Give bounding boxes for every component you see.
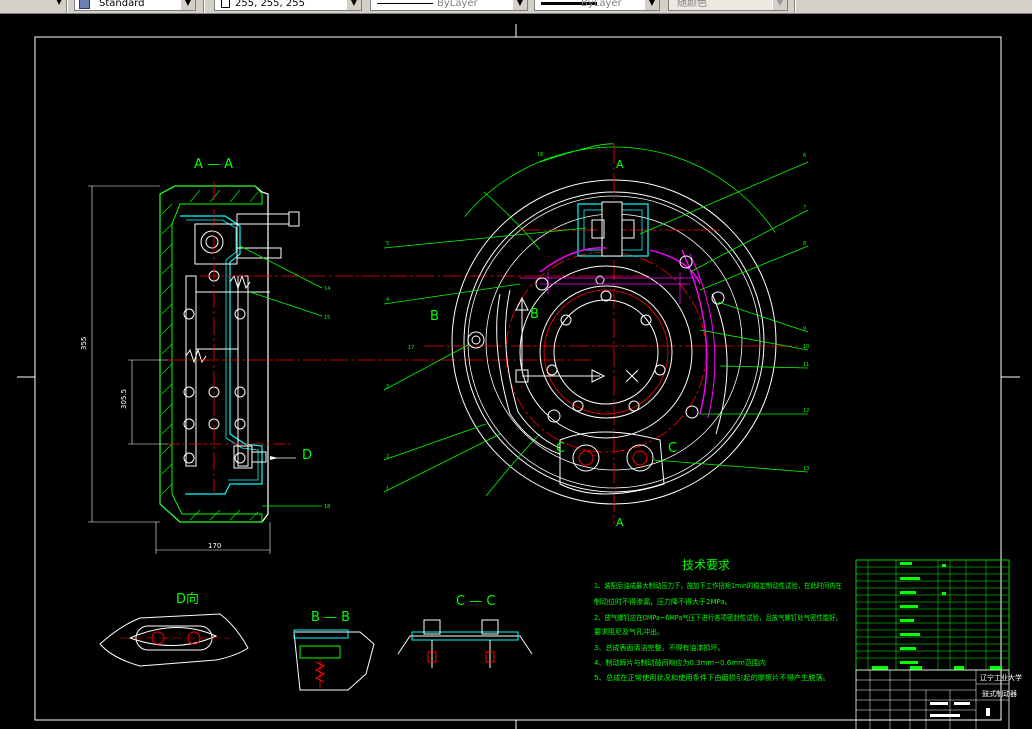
svg-text:7: 7 [803,205,806,211]
section-c-marker-right: C [668,441,677,456]
lineweight-select[interactable]: ByLayer ▼ [534,0,660,11]
linetype-preview-icon [377,3,433,4]
view-d-label: D向 [176,591,199,607]
lineweight-preview-icon [541,2,597,5]
svg-text:4: 4 [386,297,389,303]
svg-text:15: 15 [324,315,330,321]
tech-note-line: 5、总成在正常使用状况和使用条件下由磨损引起的摩擦片不得产生脱落。 [594,673,830,682]
section-a-marker-top: A [616,158,624,171]
chevron-down-icon[interactable]: ▼ [56,0,63,6]
section-b-marker-left: B [430,309,439,324]
tech-note-line: 4、制动蹄片与制动鼓间隙应为0.3mm~0.6mm范围内 [594,658,766,667]
section-c-marker-left: C [556,441,565,456]
toolbar-separator [203,0,205,13]
chevron-down-icon[interactable]: ▼ [346,0,361,10]
svg-text:14: 14 [324,286,330,292]
title-block: 辽宁工业大学 鼓式制动器 [855,559,1022,729]
chevron-down-icon[interactable]: ▼ [772,0,787,10]
svg-text:2: 2 [386,454,389,460]
dimension-305: 305.5 [120,389,128,409]
svg-text:10: 10 [803,344,809,350]
drawing-name: 鼓式制动器 [982,689,1017,698]
properties-toolbar: ▼ Standard ▼ 255, 255, 255 ▼ ByLayer ▼ B… [0,0,1032,14]
view-d: D向 [99,591,249,667]
chevron-down-icon[interactable]: ▼ [512,0,527,10]
svg-text:18: 18 [324,504,330,510]
section-bb-label: B — B [311,610,350,625]
chevron-down-icon[interactable]: ▼ [180,0,195,10]
text-style-select[interactable]: Standard ▼ [74,0,196,11]
text-style-value: Standard [99,0,145,9]
section-cc-view: C — C [397,594,533,668]
svg-text:13: 13 [803,466,809,472]
section-cc-label: C — C [456,594,495,609]
svg-text:3: 3 [386,384,389,390]
svg-text:5: 5 [386,241,389,247]
dimension-355: 355 [80,337,88,350]
technical-requirements: 技术要求 1、装配后油成最大制动压力下，施加下工作扭矩1min的稳定制动性试验，… [594,558,842,682]
section-aa-label: A — A [194,157,233,172]
front-view: A A B B C C 5 4 3 2 1 6 7 8 9 10 11 12 13 [383,143,810,538]
svg-text:8: 8 [803,241,806,247]
svg-text:1: 1 [386,486,389,492]
svg-text:11: 11 [803,362,809,368]
toolbar-separator [66,0,68,13]
drawing-canvas[interactable]: A — A [0,14,1032,729]
svg-text:12: 12 [803,408,809,414]
tech-requirements-title: 技术要求 [682,558,730,572]
color-value: 255, 255, 255 [235,0,305,9]
svg-text:6: 6 [803,153,806,159]
linetype-value: ByLayer [437,0,478,9]
linetype-select[interactable]: ByLayer ▼ [370,0,528,11]
section-bb-view: B — B [293,610,375,691]
section-aa-view: A — A [80,157,650,554]
svg-text:9: 9 [803,326,806,332]
lineweight-value: ByLayer [581,0,622,9]
color-select[interactable]: 255, 255, 255 ▼ [214,0,362,11]
drawing-frame [34,36,1002,721]
tech-note-line: 要求阻尼及气孔冲出。 [594,627,664,636]
section-a-marker-bottom: A [616,516,624,529]
school-name: 辽宁工业大学 [980,673,1022,682]
svg-text:16: 16 [537,152,543,158]
chevron-down-icon[interactable]: ▼ [644,0,659,10]
text-style-icon [79,0,90,9]
svg-text:17: 17 [408,345,414,351]
tech-note-line: 1、装配后油成最大制动压力下，施加下工作扭矩1min的稳定制动性试验，在此时间内… [594,581,842,590]
section-b-marker-right: B [530,307,539,322]
toolbar-separator [794,0,796,13]
tech-note-line: 2、放气螺钉应在0MPa~6MPa气压下进行各项密封性试验，且放气螺钉处气密性能… [594,613,842,622]
dimension-170: 170 [208,542,221,550]
tech-note-line: 制动位时不得渗漏，压力降不得大于2MPa。 [594,597,732,606]
tech-note-line: 3、总成表面清洁完整，不得有油漆损坏。 [594,643,724,652]
color-swatch-icon [221,0,230,8]
view-d-marker: D [302,448,312,463]
plot-style-value: 随颜色 [677,0,707,9]
plot-style-select[interactable]: 随颜色 ▼ [668,0,788,11]
